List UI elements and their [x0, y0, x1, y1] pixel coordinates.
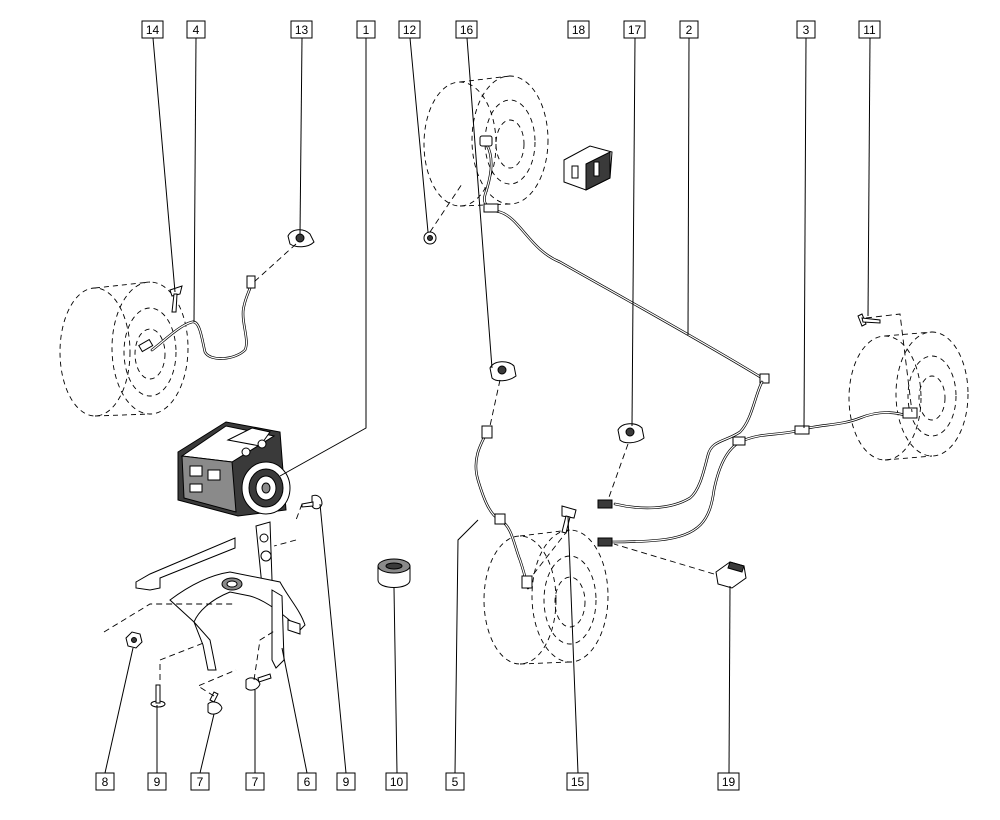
assembly-dashed-lines	[103, 183, 913, 697]
svg-text:15: 15	[571, 775, 585, 789]
callout-13: 13	[290, 20, 313, 39]
callout-12: 12	[398, 20, 421, 39]
svg-text:4: 4	[193, 23, 200, 37]
svg-text:1: 1	[363, 23, 370, 37]
callout-17: 17	[623, 20, 646, 39]
svg-text:11: 11	[863, 23, 876, 37]
front-right-sensor-cable	[474, 425, 533, 590]
callout-4: 4	[186, 20, 206, 39]
svg-text:13: 13	[295, 23, 309, 37]
wheel-rear-left	[423, 75, 549, 207]
callout-2: 2	[679, 20, 699, 39]
callout-3: 3	[796, 20, 816, 39]
clip-17	[617, 423, 645, 444]
svg-text:18: 18	[572, 23, 586, 37]
nut-8	[125, 631, 143, 649]
svg-text:2: 2	[686, 23, 693, 37]
svg-text:17: 17	[628, 23, 642, 37]
bolt-9-upper	[301, 494, 323, 510]
callout-18: 18	[567, 20, 590, 39]
svg-text:19: 19	[722, 775, 736, 789]
wheel-front-left	[59, 281, 189, 417]
svg-text:12: 12	[403, 23, 417, 37]
callout-7-right: 7	[245, 772, 265, 791]
svg-text:5: 5	[452, 775, 459, 789]
callout-7-left: 7	[190, 772, 210, 791]
svg-text:10: 10	[390, 775, 404, 789]
callout-1: 1	[356, 20, 376, 39]
callout-15: 15	[566, 772, 589, 791]
callout-11: 11	[858, 20, 881, 39]
svg-text:8: 8	[102, 775, 109, 789]
callout-19: 19	[717, 772, 740, 791]
nut-12	[423, 231, 437, 245]
abs-mounting-bracket	[135, 521, 306, 671]
callout-5: 5	[445, 772, 465, 791]
rear-left-sensor-cable	[479, 135, 770, 384]
clip-16	[489, 361, 517, 382]
svg-text:7: 7	[252, 775, 259, 789]
bolt-11	[857, 313, 881, 327]
bolt-7-left	[207, 691, 223, 715]
bolt-14	[169, 285, 183, 313]
callout-8: 8	[95, 772, 115, 791]
callout-14: 14	[141, 20, 164, 39]
svg-text:6: 6	[304, 775, 311, 789]
svg-text:7: 7	[197, 775, 204, 789]
callout-6: 6	[297, 772, 317, 791]
callout-9-right: 9	[336, 772, 356, 791]
callout-10: 10	[385, 772, 408, 791]
wheel-front-right	[483, 529, 609, 665]
leader-lines	[104, 37, 871, 774]
svg-text:9: 9	[343, 775, 350, 789]
clip-block-18	[563, 145, 613, 191]
clip-19	[715, 561, 747, 589]
callout-9-left: 9	[147, 772, 167, 791]
grommet-10	[377, 558, 411, 588]
svg-text:16: 16	[460, 23, 474, 37]
rear-right-sensor-cable	[597, 380, 918, 547]
front-left-sensor-cable	[138, 275, 256, 360]
wheel-rear-right	[848, 331, 969, 461]
callout-16: 16	[455, 20, 478, 39]
svg-text:3: 3	[803, 23, 810, 37]
svg-text:9: 9	[154, 775, 161, 789]
bolt-7-right	[245, 673, 272, 691]
clip-13	[287, 229, 315, 248]
svg-text:14: 14	[146, 23, 160, 37]
abs-hydraulic-unit	[177, 421, 291, 517]
bolt-9-lower	[150, 684, 166, 708]
